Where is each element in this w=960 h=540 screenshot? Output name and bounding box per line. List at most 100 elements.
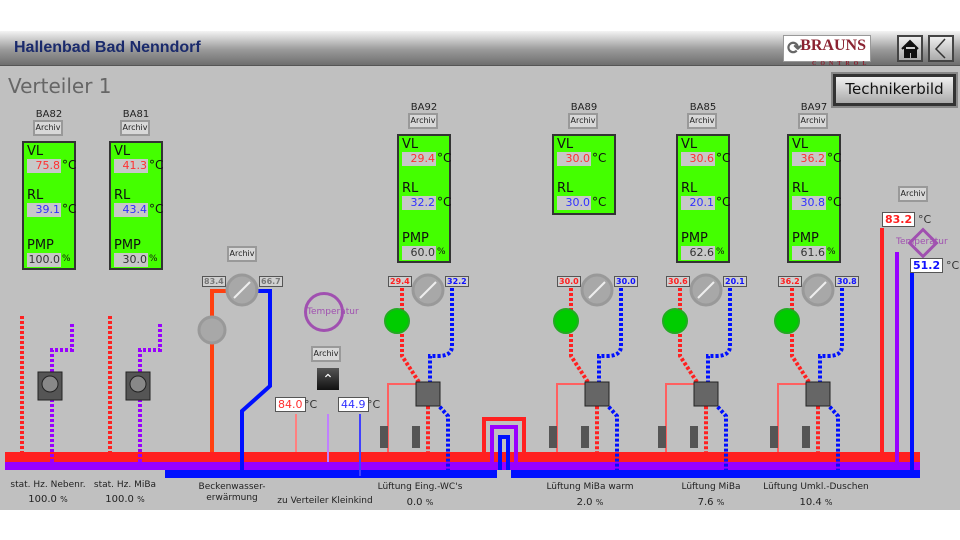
beckenwasser-supply [210,289,226,452]
pipe-diagram [5,228,920,478]
circuit-return-pipe [706,288,732,476]
archiv-button[interactable]: Archiv [120,120,150,136]
vl-value: 29.4 [402,152,436,166]
unit-c: °C [437,151,452,165]
archiv-button[interactable]: Archiv [568,113,598,129]
technikerbild-button[interactable]: Technikerbild [833,74,956,106]
percent-unit: % [137,495,145,504]
valve-supply-temp: 29.4 [388,276,412,287]
heating-return-pipe [138,322,162,462]
rl-label: RL [681,181,698,196]
percent-unit: % [824,498,833,507]
valve-body [581,426,589,448]
rl-value: 20.1 [681,196,715,210]
valve-slash [697,281,715,299]
unit-c: °C [946,259,960,272]
back-button[interactable] [928,35,954,62]
pump-on-icon [384,308,410,334]
archiv-button[interactable]: Archiv [311,346,341,362]
valve-body [690,426,698,448]
bypass-mixed [490,425,518,462]
main-supply-temp: 83.2 [882,212,916,227]
rl-label: RL [114,188,131,203]
pmp-value: 100.0 [27,253,61,267]
footer-area [0,510,960,540]
valve-return-temp: 30.0 [614,276,638,287]
circuit-label: stat. Hz. MiBa [93,480,157,490]
circuit-label: Lüftung Umkl.-Duschen [763,482,869,492]
unit-c: °C [304,398,318,411]
valve-return-temp: 32.2 [445,276,469,287]
return-header-pipe [165,470,920,478]
chevron-left-icon [934,38,946,59]
pmp-label: PMP [681,231,708,246]
circuit-return-pipe [428,288,454,476]
circuit-percent: 100.0 % [85,494,165,505]
pmp-label: PMP [27,238,54,253]
valve-supply-temp: 30.0 [557,276,581,287]
actuator-icon [805,381,831,407]
vl-label: VL [114,144,131,159]
main-return-temp: 51.2 [910,258,944,273]
archiv-button[interactable]: Archiv [798,113,828,129]
rl-value: 43.4 [114,203,148,217]
unit-id-label: BA89 [570,102,598,113]
valve-supply-temp: 36.2 [778,276,802,287]
rl-value: 30.0 [557,196,591,210]
actuator-icon [415,381,441,407]
circuit-percent: 0.0 % [380,497,460,508]
unit-c: °C [149,202,164,216]
pmp-value: 60.0 [402,246,436,260]
circuit-label-line2: erwärmung [206,493,258,503]
vl-label: VL [792,137,809,152]
vl-value: 30.0 [557,152,591,166]
archiv-button[interactable]: Archiv [227,246,257,262]
rl-label: RL [402,181,419,196]
heating-return-pipe [50,322,74,462]
circuit-percent: 10.4 % [776,497,856,508]
valve-return-temp: 66.7 [259,276,283,287]
valve-supply-temp: 30.6 [666,276,690,287]
unit-c: °C [149,158,164,172]
main-return-riser [910,272,914,472]
percent-value: 100.0 [28,494,57,505]
percent-unit: % [425,498,434,507]
valve-body [770,426,778,448]
archiv-button[interactable]: Archiv [33,120,63,136]
valve-slash [233,281,251,299]
beckenwasser-return [240,289,272,470]
home-button[interactable] [897,35,923,62]
percent-unit: % [716,498,725,507]
pmp-label: PMP [114,238,141,253]
unit-id-label: BA82 [35,109,63,120]
archiv-button[interactable]: Archiv [687,113,717,129]
archiv-button[interactable]: Archiv [408,113,438,129]
valve-slash [809,281,827,299]
pump-icon [129,375,147,393]
rl-label: RL [27,188,44,203]
valve-slash [588,281,606,299]
temperature-sensor: Temperatur [304,292,359,332]
temperature-sensor-label: Temperatur [896,237,948,247]
percent-value: 10.4 [799,497,822,508]
unit-c: °C [367,398,381,411]
bypass-gap [497,470,511,478]
page-title: Verteiler 1 [8,74,112,98]
vl-label: VL [402,137,419,152]
vl-value: 30.6 [681,152,715,166]
archiv-button[interactable]: Archiv [898,186,928,202]
percent-value: 7.6 [697,497,714,508]
circuit-percent: 7.6 % [671,497,751,508]
chevron-up-button[interactable]: ⌃ [317,368,339,390]
circuit-label: Lüftung Eing.-WC's [377,482,463,492]
vl-label: VL [27,144,44,159]
valve-return-temp: 30.8 [835,276,859,287]
valve-body [412,426,420,448]
rl-value: 39.1 [27,203,61,217]
